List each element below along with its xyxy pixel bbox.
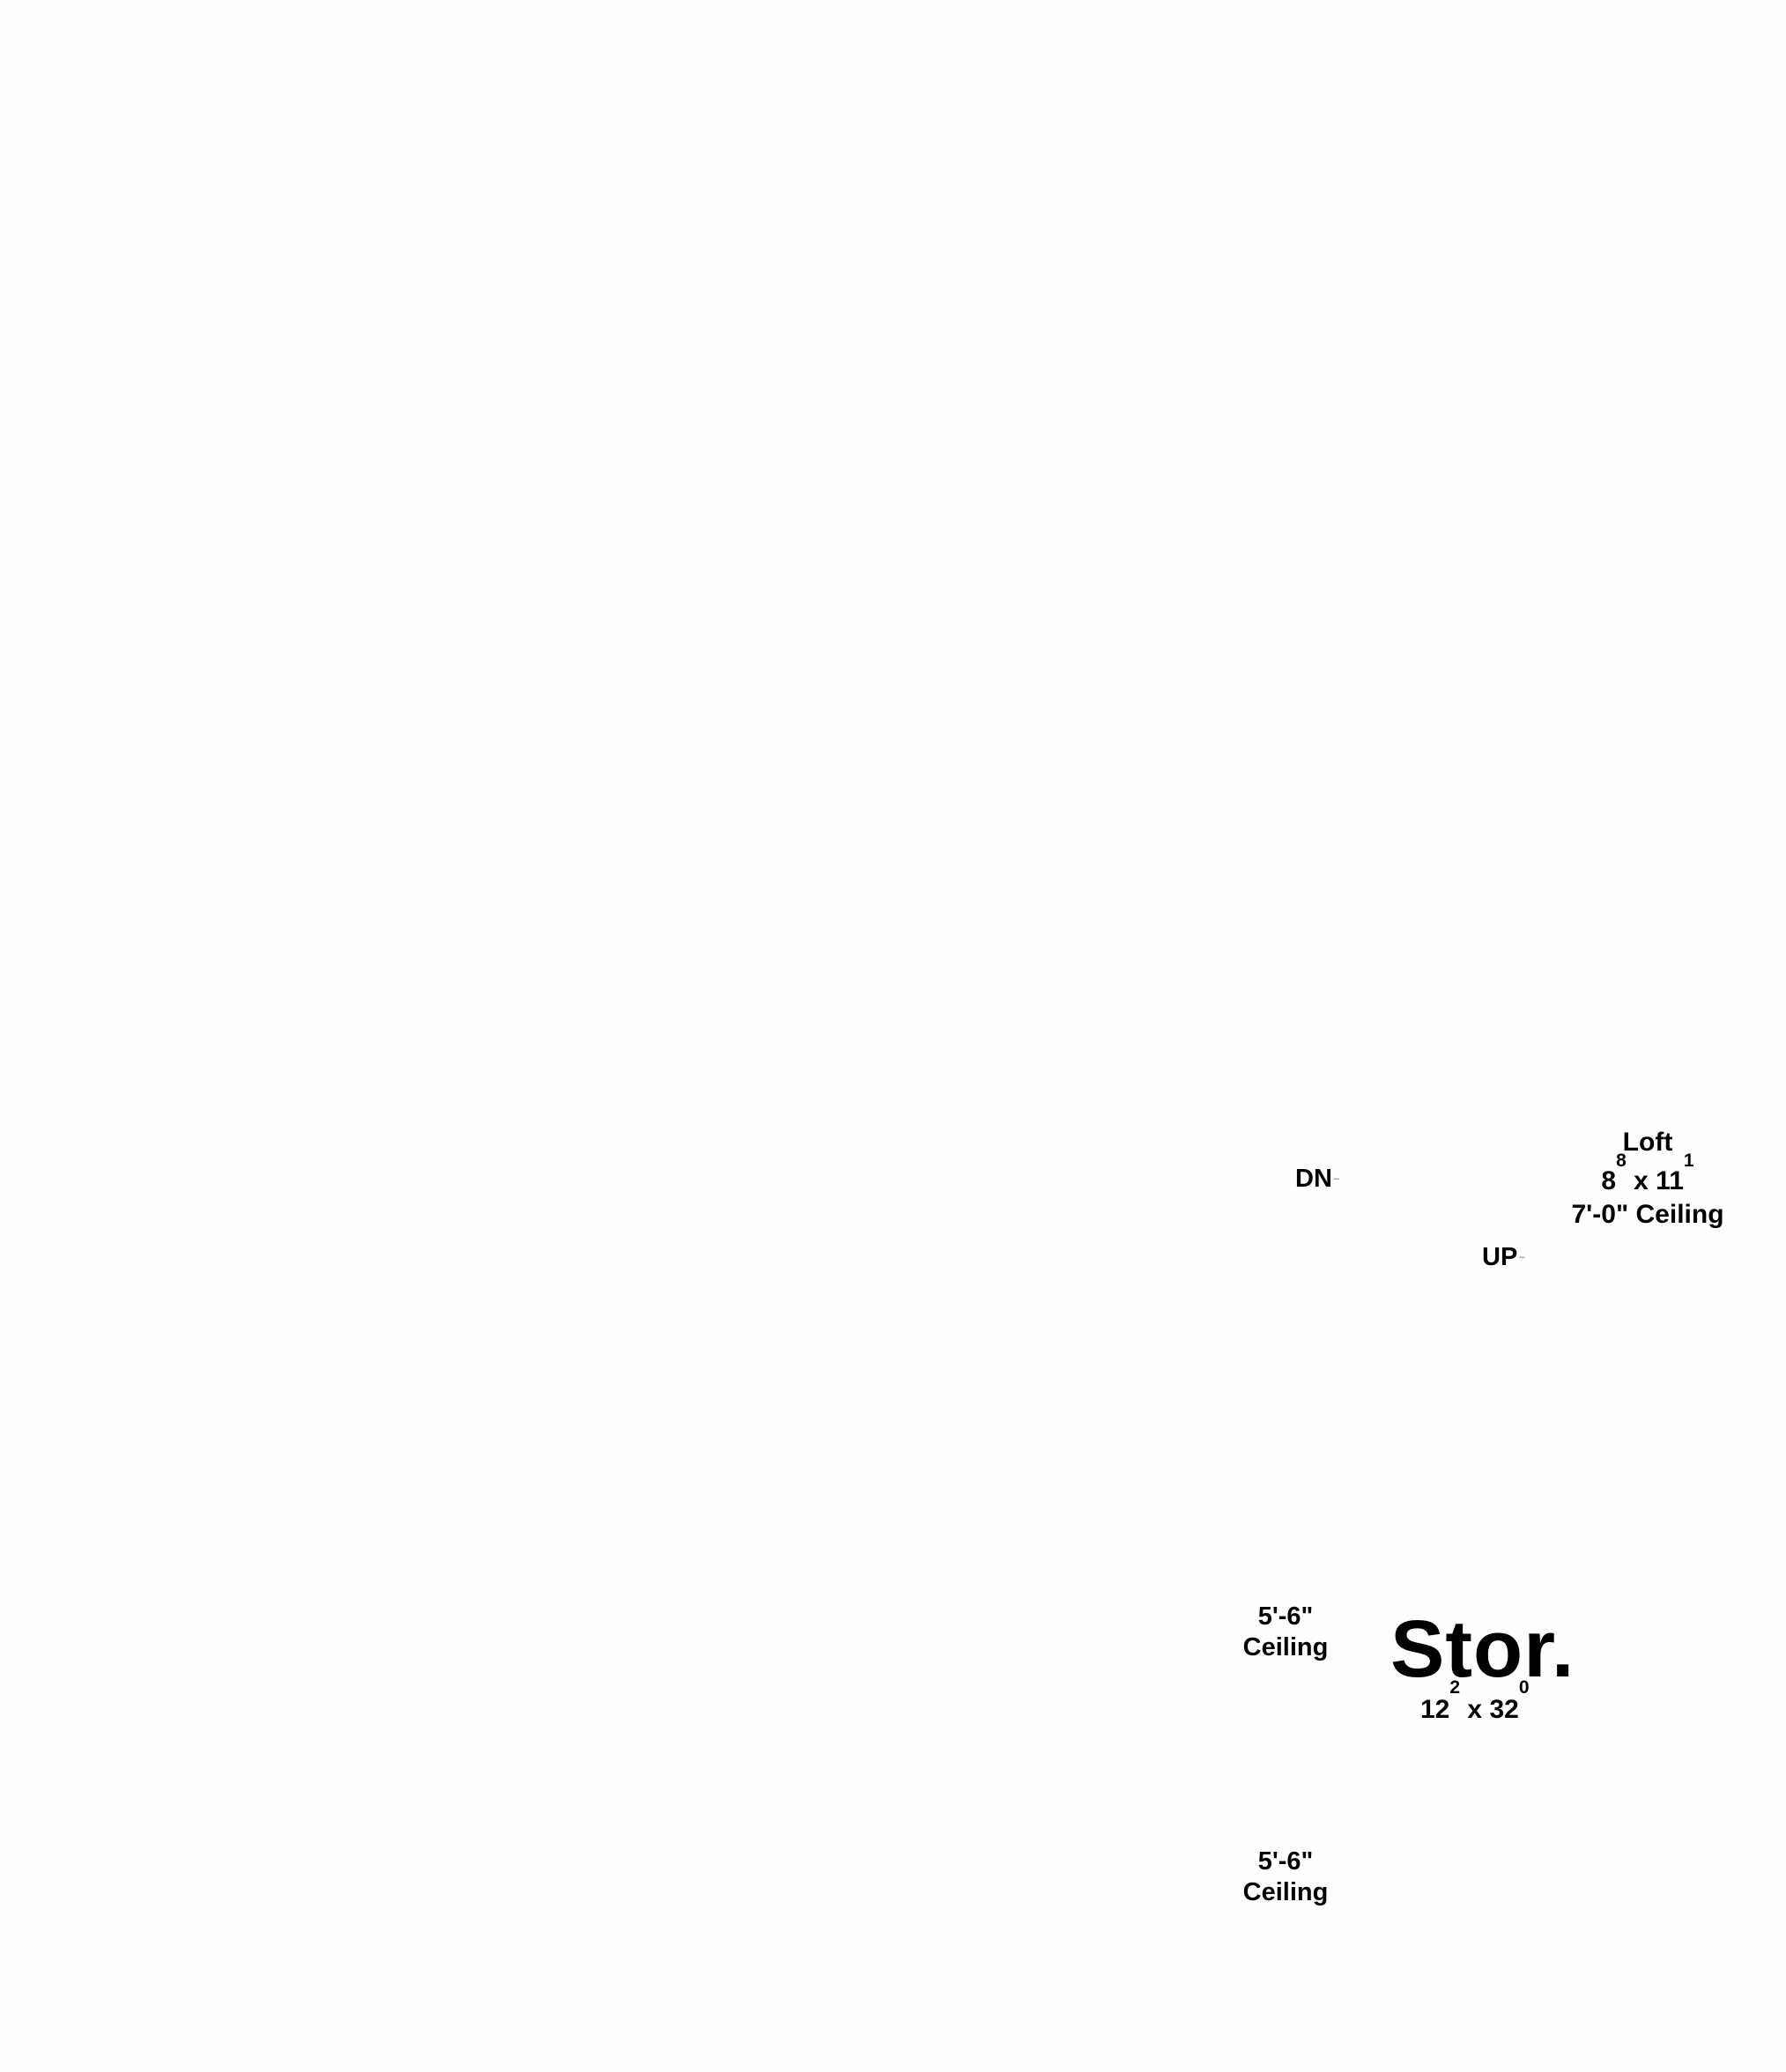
storage-dim-a: 12: [1420, 1695, 1450, 1724]
stair-up-label: UP: [1482, 1243, 1518, 1271]
loft-dim-a-sup: 8: [1616, 1151, 1627, 1171]
stair-up-marker: UP–: [1482, 1245, 1524, 1270]
storage-dim-b: 32: [1489, 1695, 1519, 1724]
loft-room-label: Loft 88 x 111 7'-0" Ceiling: [1551, 1129, 1745, 1228]
stair-down-marker: DN–: [1295, 1166, 1339, 1192]
stair-arrow-tick-icon: –: [1519, 1252, 1525, 1262]
loft-dim-b: 11: [1656, 1166, 1684, 1195]
loft-dimensions: 88 x 111: [1551, 1151, 1745, 1195]
ceiling-height-note: 5'-6" Ceiling: [1228, 1849, 1343, 1906]
ceiling-height-value: 5'-6": [1257, 1847, 1314, 1876]
ceiling-height-label: Ceiling: [1242, 1633, 1329, 1661]
loft-dim-b-sup: 1: [1683, 1151, 1694, 1171]
loft-dim-a: 8: [1601, 1166, 1617, 1195]
storage-dim-b-sup: 0: [1518, 1677, 1530, 1698]
storage-room-name: Stor.: [1390, 1604, 1575, 1694]
storage-dim-a-sup: 2: [1449, 1677, 1461, 1698]
loft-name: Loft: [1622, 1128, 1673, 1157]
storage-dim-sep: x: [1467, 1695, 1483, 1724]
loft-ceiling: 7'-0" Ceiling: [1571, 1200, 1724, 1229]
ceiling-height-note: 5'-6" Ceiling: [1228, 1604, 1343, 1661]
storage-dimensions: 122 x 320: [1420, 1678, 1530, 1724]
ceiling-height-value: 5'-6": [1257, 1602, 1314, 1631]
ceiling-height-label: Ceiling: [1242, 1878, 1329, 1906]
loft-dim-sep: x: [1634, 1166, 1649, 1195]
stair-down-label: DN: [1295, 1165, 1332, 1193]
stair-arrow-tick-icon: –: [1333, 1173, 1340, 1184]
